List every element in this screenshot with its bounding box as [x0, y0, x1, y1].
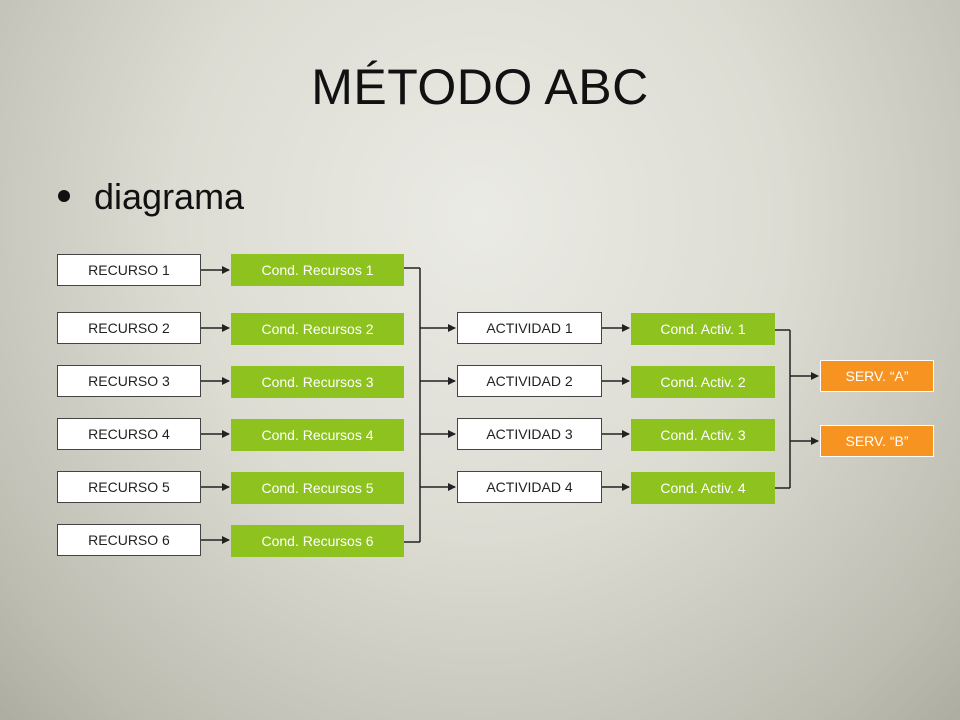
resource-box: RECURSO 2: [57, 312, 201, 344]
activity-box: ACTIVIDAD 2: [457, 365, 602, 397]
service-box: SERV. “B”: [820, 425, 934, 457]
activity-driver-box: Cond. Activ. 4: [631, 472, 775, 504]
activity-driver-box: Cond. Activ. 2: [631, 366, 775, 398]
bullet-item: diagrama: [58, 176, 244, 218]
resource-driver-box: Cond. Recursos 5: [231, 472, 404, 504]
activity-driver-box: Cond. Activ. 1: [631, 313, 775, 345]
bullet-dot-icon: [58, 190, 70, 203]
bullet-text: diagrama: [94, 176, 245, 217]
resource-box: RECURSO 5: [57, 471, 201, 503]
resource-box: RECURSO 1: [57, 254, 201, 286]
resource-box: RECURSO 6: [57, 524, 201, 556]
resource-driver-box: Cond. Recursos 6: [231, 525, 404, 557]
activity-box: ACTIVIDAD 3: [457, 418, 602, 450]
slide-title: MÉTODO ABC: [311, 59, 649, 115]
resource-driver-box: Cond. Recursos 2: [231, 313, 404, 345]
activity-box: ACTIVIDAD 1: [457, 312, 602, 344]
resource-driver-box: Cond. Recursos 1: [231, 254, 404, 286]
resource-driver-box: Cond. Recursos 4: [231, 419, 404, 451]
resource-box: RECURSO 4: [57, 418, 201, 450]
service-box: SERV. “A”: [820, 360, 934, 392]
resource-box: RECURSO 3: [57, 365, 201, 397]
activity-box: ACTIVIDAD 4: [457, 471, 602, 503]
resource-driver-box: Cond. Recursos 3: [231, 366, 404, 398]
activity-driver-box: Cond. Activ. 3: [631, 419, 775, 451]
